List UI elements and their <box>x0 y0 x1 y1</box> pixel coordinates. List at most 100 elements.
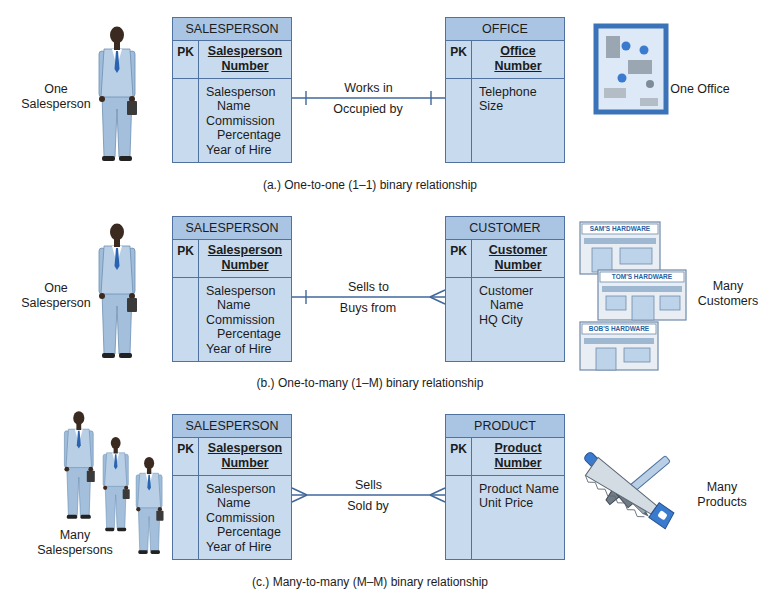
entity-box: SALESPERSONPKSalesperson NumberSalespers… <box>172 414 292 560</box>
store-illustration <box>598 270 686 320</box>
attribute: Salesperson Name <box>206 482 287 511</box>
connector-stroke <box>292 495 307 502</box>
office-illustration <box>596 26 666 112</box>
attribute-list: Salesperson NameCommission PercentageYea… <box>199 278 291 361</box>
store-illustration <box>580 322 658 370</box>
entity-name: CUSTOMER <box>446 217 564 240</box>
store-sign: TOM'S HARDWARE <box>600 273 684 281</box>
connector-stroke <box>292 488 307 495</box>
salesperson-figure <box>64 411 94 519</box>
attribute-list: TelephoneSize <box>472 79 564 162</box>
attribute-list: Salesperson NameCommission PercentageYea… <box>199 79 291 162</box>
primary-key: Office Number <box>472 41 564 78</box>
side-label: Many Customers <box>690 279 766 309</box>
connector-stroke <box>430 297 445 304</box>
entity-box: SALESPERSONPKSalesperson NumberSalespers… <box>172 17 292 163</box>
connector-stroke <box>305 290 306 304</box>
connector-stroke <box>292 494 445 495</box>
connector-stroke <box>430 91 431 105</box>
attribute: Commission Percentage <box>206 511 287 540</box>
side-label: Many Salespersons <box>30 528 120 558</box>
relationship-label: Works in <box>342 81 394 95</box>
salesperson-figure <box>99 224 137 359</box>
attribute-row: TelephoneSize <box>446 79 564 162</box>
attribute: HQ City <box>479 313 560 327</box>
attribute-list: Customer NameHQ City <box>472 278 564 361</box>
entity-name: SALESPERSON <box>173 415 291 438</box>
pk-column <box>173 79 199 162</box>
pk-column <box>173 476 199 559</box>
store-sign: BOB'S HARDWARE <box>582 325 656 333</box>
key-row: PKOffice Number <box>446 41 564 79</box>
attribute: Salesperson Name <box>206 284 287 313</box>
connector-stroke <box>292 296 445 297</box>
store-illustration <box>580 222 660 274</box>
entity-name: SALESPERSON <box>173 18 291 41</box>
primary-key: Salesperson Number <box>199 41 291 78</box>
tools-illustration <box>583 449 677 533</box>
attribute: Unit Price <box>479 496 560 510</box>
entity-box: SALESPERSONPKSalesperson NumberSalespers… <box>172 216 292 362</box>
attribute: Commission Percentage <box>206 114 287 143</box>
key-row: PKSalesperson Number <box>173 438 291 476</box>
pk-marker: PK <box>173 41 199 78</box>
attribute-list: Product NameUnit Price <box>472 476 564 559</box>
relationship-label: Sells <box>353 478 384 492</box>
pk-marker: PK <box>446 240 472 277</box>
store-sign: SAM'S HARDWARE <box>582 225 658 233</box>
pk-column <box>446 79 472 162</box>
attribute-list: Salesperson NameCommission PercentageYea… <box>199 476 291 559</box>
attribute: Commission Percentage <box>206 313 287 342</box>
attribute-row: Salesperson NameCommission PercentageYea… <box>173 476 291 559</box>
primary-key: Salesperson Number <box>199 240 291 277</box>
primary-key: Product Number <box>472 438 564 475</box>
relationship-label: Sold by <box>320 499 416 514</box>
relationship-label: Buys from <box>320 301 416 316</box>
pk-marker: PK <box>173 438 199 475</box>
caption: (c.) Many-to-many (M–M) binary relations… <box>170 575 570 589</box>
pk-marker: PK <box>173 240 199 277</box>
attribute-row: Salesperson NameCommission PercentageYea… <box>173 278 291 361</box>
connector-stroke <box>292 97 445 98</box>
key-row: PKProduct Number <box>446 438 564 476</box>
pk-column <box>446 476 472 559</box>
pk-column <box>173 278 199 361</box>
side-label: One Salesperson <box>14 82 98 112</box>
attribute: Customer Name <box>479 284 560 313</box>
attribute: Year of Hire <box>206 143 287 157</box>
entity-box: CUSTOMERPKCustomer NumberCustomer NameHQ… <box>445 216 565 362</box>
attribute: Salesperson Name <box>206 85 287 114</box>
pk-column <box>446 278 472 361</box>
pk-marker: PK <box>446 438 472 475</box>
key-row: PKCustomer Number <box>446 240 564 278</box>
attribute: Telephone <box>479 85 560 99</box>
relationship-label: Occupied by <box>320 102 416 117</box>
primary-key: Customer Number <box>472 240 564 277</box>
salesperson-figure <box>99 27 137 162</box>
attribute: Year of Hire <box>206 342 287 356</box>
attribute: Size <box>479 99 560 113</box>
connector-stroke <box>430 488 445 495</box>
side-label: Many Products <box>682 480 762 510</box>
attribute: Product Name <box>479 482 560 496</box>
attribute: Year of Hire <box>206 540 287 554</box>
caption: (a.) One-to-one (1–1) binary relationshi… <box>170 178 570 192</box>
salesperson-figure <box>103 437 130 531</box>
primary-key: Salesperson Number <box>199 438 291 475</box>
entity-name: PRODUCT <box>446 415 564 438</box>
side-label: One Salesperson <box>14 281 98 311</box>
attribute-row: Customer NameHQ City <box>446 278 564 361</box>
key-row: PKSalesperson Number <box>173 240 291 278</box>
salesperson-figure <box>136 457 163 554</box>
attribute-row: Salesperson NameCommission PercentageYea… <box>173 79 291 162</box>
relationship-label: Sells to <box>346 280 391 294</box>
key-row: PKSalesperson Number <box>173 41 291 79</box>
connector-stroke <box>430 495 445 502</box>
entity-box: OFFICEPKOffice NumberTelephoneSize <box>445 17 565 163</box>
connector-stroke <box>430 290 445 297</box>
attribute-row: Product NameUnit Price <box>446 476 564 559</box>
entity-name: OFFICE <box>446 18 564 41</box>
entity-name: SALESPERSON <box>173 217 291 240</box>
connector-stroke <box>305 91 306 105</box>
